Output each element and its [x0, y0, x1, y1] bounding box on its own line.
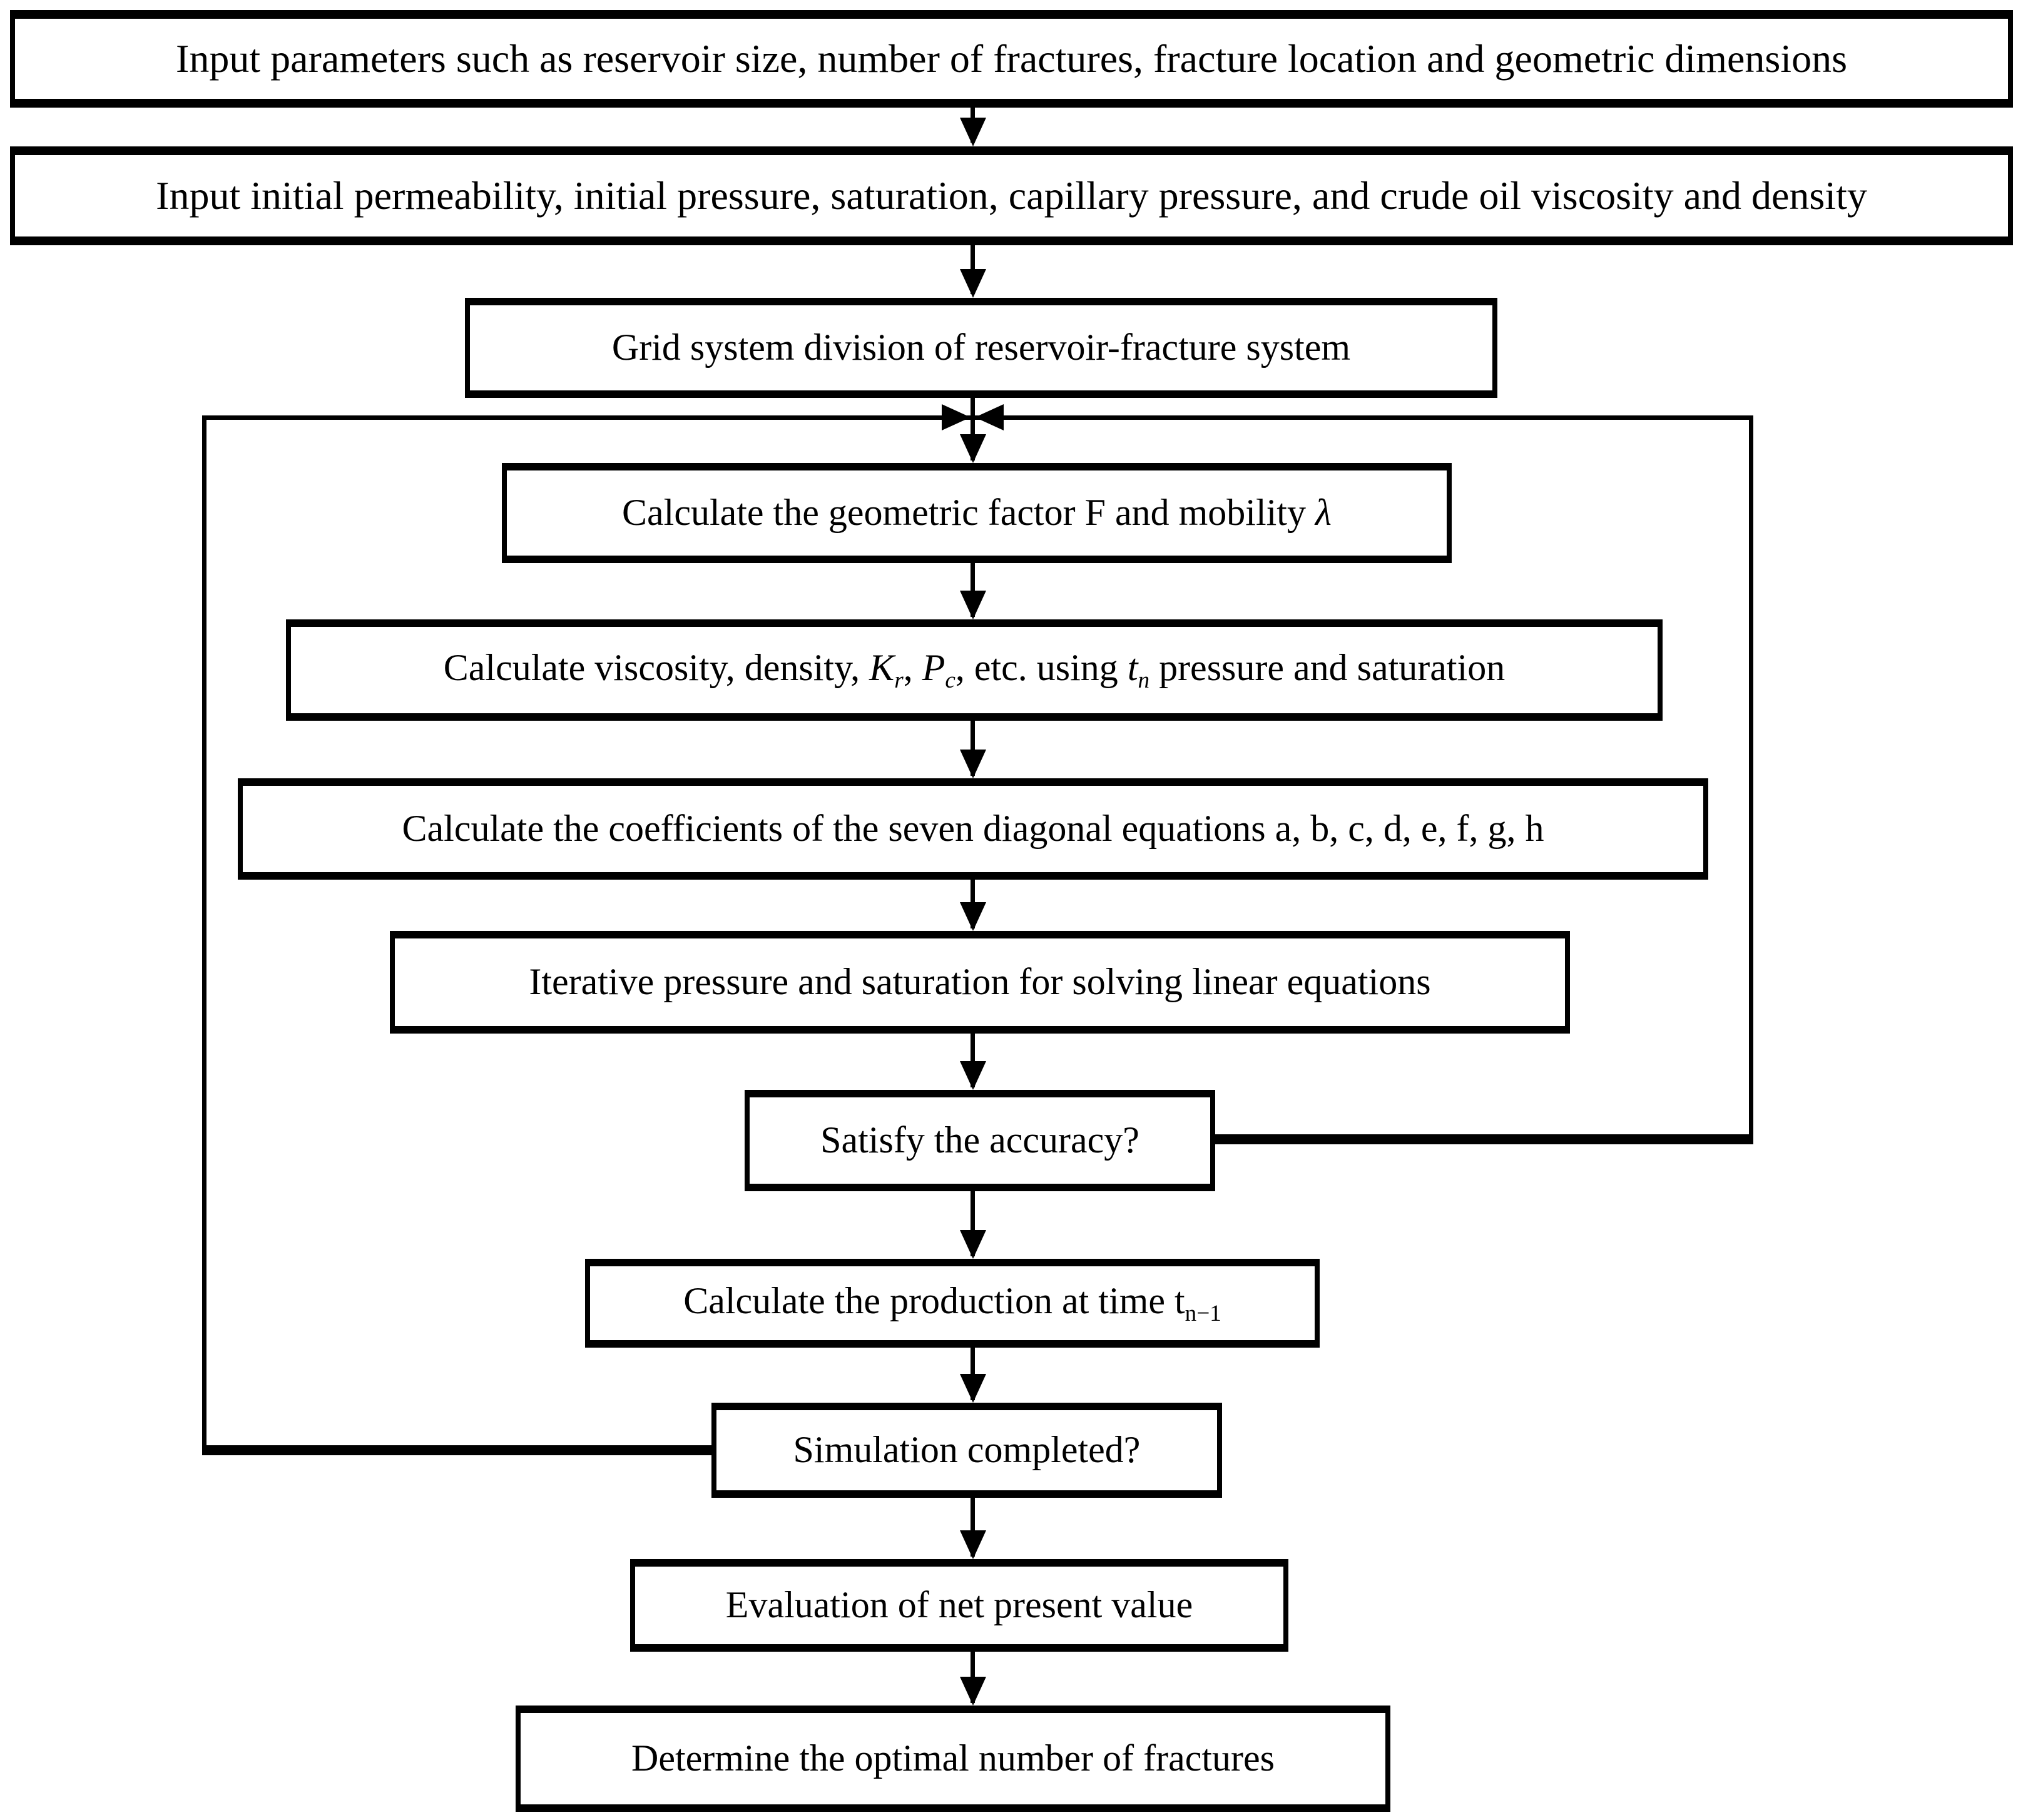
arrow-shaft-3-4 — [971, 398, 975, 460]
arrowhead-1-2 — [960, 118, 986, 146]
node-calc-viscosity: Calculate viscosity, density, Kr, Pc, et… — [286, 619, 1663, 721]
loop-merge-arrowhead-from-right — [975, 404, 1004, 430]
node-label: Iterative pressure and saturation for so… — [529, 961, 1431, 1003]
loop-right-connector — [1213, 1134, 1753, 1144]
node-label: Calculate viscosity, density, Kr, Pc, et… — [443, 646, 1506, 693]
node-label: Calculate the coefficients of the seven … — [402, 808, 1544, 850]
arrow-shaft-10-11 — [971, 1498, 975, 1557]
arrowhead-4-5 — [960, 591, 986, 619]
node-label: Input parameters such as reservoir size,… — [176, 36, 1847, 81]
loop-left-connector — [202, 1445, 716, 1455]
node-determine-optimal-fractures: Determine the optimal number of fracture… — [516, 1706, 1390, 1812]
node-input-initial-properties: Input initial permeability, initial pres… — [10, 146, 2013, 245]
loop-right-line — [1749, 415, 1753, 1144]
node-evaluate-npv: Evaluation of net present value — [630, 1559, 1288, 1652]
node-iterative-solver: Iterative pressure and saturation for so… — [390, 931, 1570, 1034]
node-label: Input initial permeability, initial pres… — [156, 173, 1867, 218]
arrow-shaft-5-6 — [971, 721, 975, 776]
node-label: Calculate the geometric factor F and mob… — [622, 492, 1332, 534]
arrowhead-5-6 — [960, 750, 986, 778]
arrowhead-9-10 — [960, 1374, 986, 1403]
arrow-shaft-7-8 — [971, 1034, 975, 1087]
node-label: Evaluation of net present value — [725, 1584, 1193, 1626]
arrowhead-10-11 — [960, 1530, 986, 1559]
node-label: Calculate the production at time tn−1 — [683, 1279, 1221, 1326]
arrowhead-2-3 — [960, 269, 986, 298]
arrowhead-3-4 — [960, 434, 986, 463]
node-calc-geometric-factor: Calculate the geometric factor F and mob… — [502, 463, 1452, 563]
node-label: Determine the optimal number of fracture… — [631, 1737, 1275, 1779]
node-input-parameters: Input parameters such as reservoir size,… — [10, 10, 2013, 108]
arrowhead-7-8 — [960, 1061, 986, 1090]
node-satisfy-accuracy: Satisfy the accuracy? — [745, 1090, 1215, 1191]
arrow-shaft-8-9 — [971, 1191, 975, 1256]
node-simulation-completed: Simulation completed? — [711, 1403, 1222, 1498]
node-label: Simulation completed? — [793, 1429, 1141, 1471]
arrowhead-11-12 — [960, 1677, 986, 1706]
node-label: Satisfy the accuracy? — [820, 1119, 1139, 1161]
arrowhead-6-7 — [960, 902, 986, 931]
node-calc-coefficients: Calculate the coefficients of the seven … — [238, 778, 1708, 880]
node-calc-production: Calculate the production at time tn−1 — [585, 1259, 1320, 1348]
loop-left-line — [202, 415, 206, 1455]
arrow-shaft-4-5 — [971, 562, 975, 617]
node-label: Grid system division of reservoir-fractu… — [611, 327, 1351, 369]
node-grid-division: Grid system division of reservoir-fractu… — [465, 298, 1497, 398]
loop-merge-arrowhead-from-left — [942, 404, 971, 430]
arrowhead-8-9 — [960, 1230, 986, 1259]
